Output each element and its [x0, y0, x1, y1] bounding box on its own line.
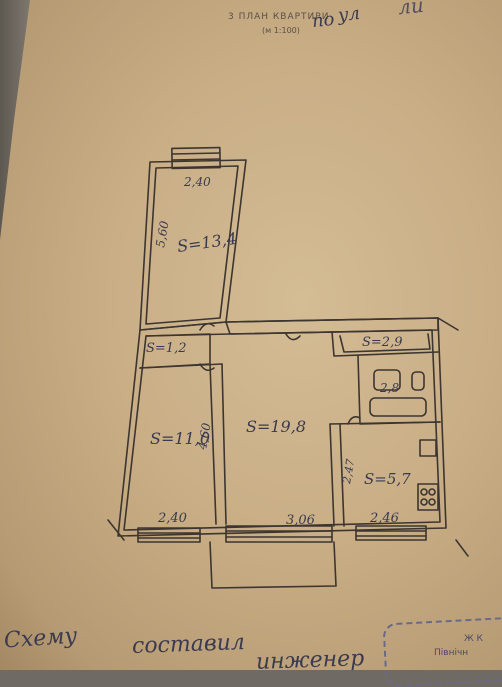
window-bottom-right	[355, 525, 427, 541]
stove	[417, 483, 439, 511]
label-bathroom-area: 2,8	[379, 381, 399, 395]
footer-handwriting-1: Схему	[3, 623, 79, 654]
label-living-area: S=19,8	[246, 417, 306, 436]
plan-header-scale: (м 1:100)	[262, 26, 300, 35]
label-left-room-area: S=11,0	[150, 429, 210, 448]
bathtub	[369, 397, 427, 417]
balcony	[209, 541, 337, 589]
label-toilet-area: S=2,9	[362, 335, 402, 350]
wall-kitchen	[329, 423, 345, 527]
window-top	[171, 146, 221, 170]
sink	[419, 439, 437, 457]
footer-handwriting-3: инженер	[255, 646, 365, 675]
label-kitchen-height: 2,47	[340, 458, 357, 485]
plan-header-title: 3 ПЛАН КВАРТИРИ	[228, 12, 330, 22]
label-living-width: 3,06	[286, 513, 315, 528]
label-kitchen-area: S=5,7	[364, 470, 411, 488]
wall-top-room-inner	[145, 165, 239, 325]
label-storage-area: S=1,2	[146, 341, 186, 356]
label-top-room-area: S=13,4	[176, 229, 238, 256]
label-top-room-width: 2,40	[183, 175, 211, 189]
label-left-room-width: 2,40	[157, 511, 187, 526]
label-left-room-height: 4,60	[195, 421, 214, 451]
floor-plan: S=13,4 5,60 2,40 S=1,2 S=11,0 4,60 2,40 …	[107, 146, 469, 589]
label-top-room-height: 5,60	[153, 219, 171, 248]
wall-toilet	[331, 331, 439, 357]
footer-handwriting-2: составил	[131, 630, 246, 659]
toilet-fixture	[411, 371, 425, 391]
wall-outer-inner	[123, 329, 441, 531]
window-bottom-left	[137, 527, 201, 543]
stamp-text-2: Північн	[434, 648, 469, 658]
wall-left-room	[209, 363, 227, 525]
wall-outer	[117, 317, 447, 537]
stamp-text-1: Ж К	[464, 634, 483, 644]
label-kitchen-width: 2,46	[369, 511, 399, 526]
window-bottom-center	[225, 525, 333, 543]
document-sheet	[0, 0, 502, 670]
